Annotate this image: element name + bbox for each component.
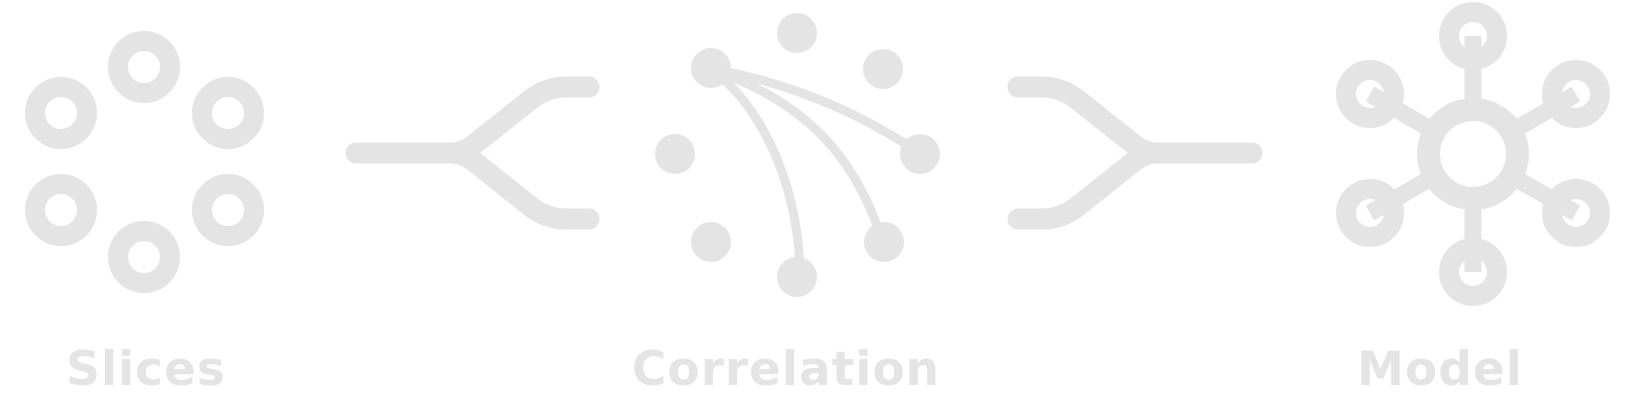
data-point [777, 257, 817, 297]
model-node [1336, 179, 1404, 247]
stage-label-correlation: Correlation [632, 342, 940, 397]
merge-arrow-icon [1007, 76, 1263, 230]
correlation-curve [705, 63, 887, 245]
slice-donut [192, 174, 264, 246]
model-node [1336, 60, 1404, 128]
slices-icon [25, 31, 264, 293]
model-node [1542, 60, 1610, 128]
model-node [1542, 179, 1610, 247]
slice-donut [108, 31, 180, 103]
data-point [691, 48, 731, 88]
data-point [691, 222, 731, 262]
data-point [655, 134, 695, 174]
correlation-icon [655, 13, 940, 297]
model-node [1439, 238, 1507, 306]
stage-label-slices: Slices [66, 342, 226, 397]
model-node [1439, 2, 1507, 70]
slice-donut [192, 77, 264, 149]
slice-donut [25, 77, 97, 149]
data-point [863, 49, 903, 89]
slice-donut [25, 174, 97, 246]
data-point [864, 222, 904, 262]
stage-label-model: Model [1357, 342, 1523, 397]
model-icon [1336, 2, 1610, 306]
data-point [777, 13, 817, 53]
split-arrow-icon [345, 76, 600, 230]
data-point [900, 134, 940, 174]
correlation-curve [705, 63, 805, 282]
slice-donut [108, 221, 180, 293]
